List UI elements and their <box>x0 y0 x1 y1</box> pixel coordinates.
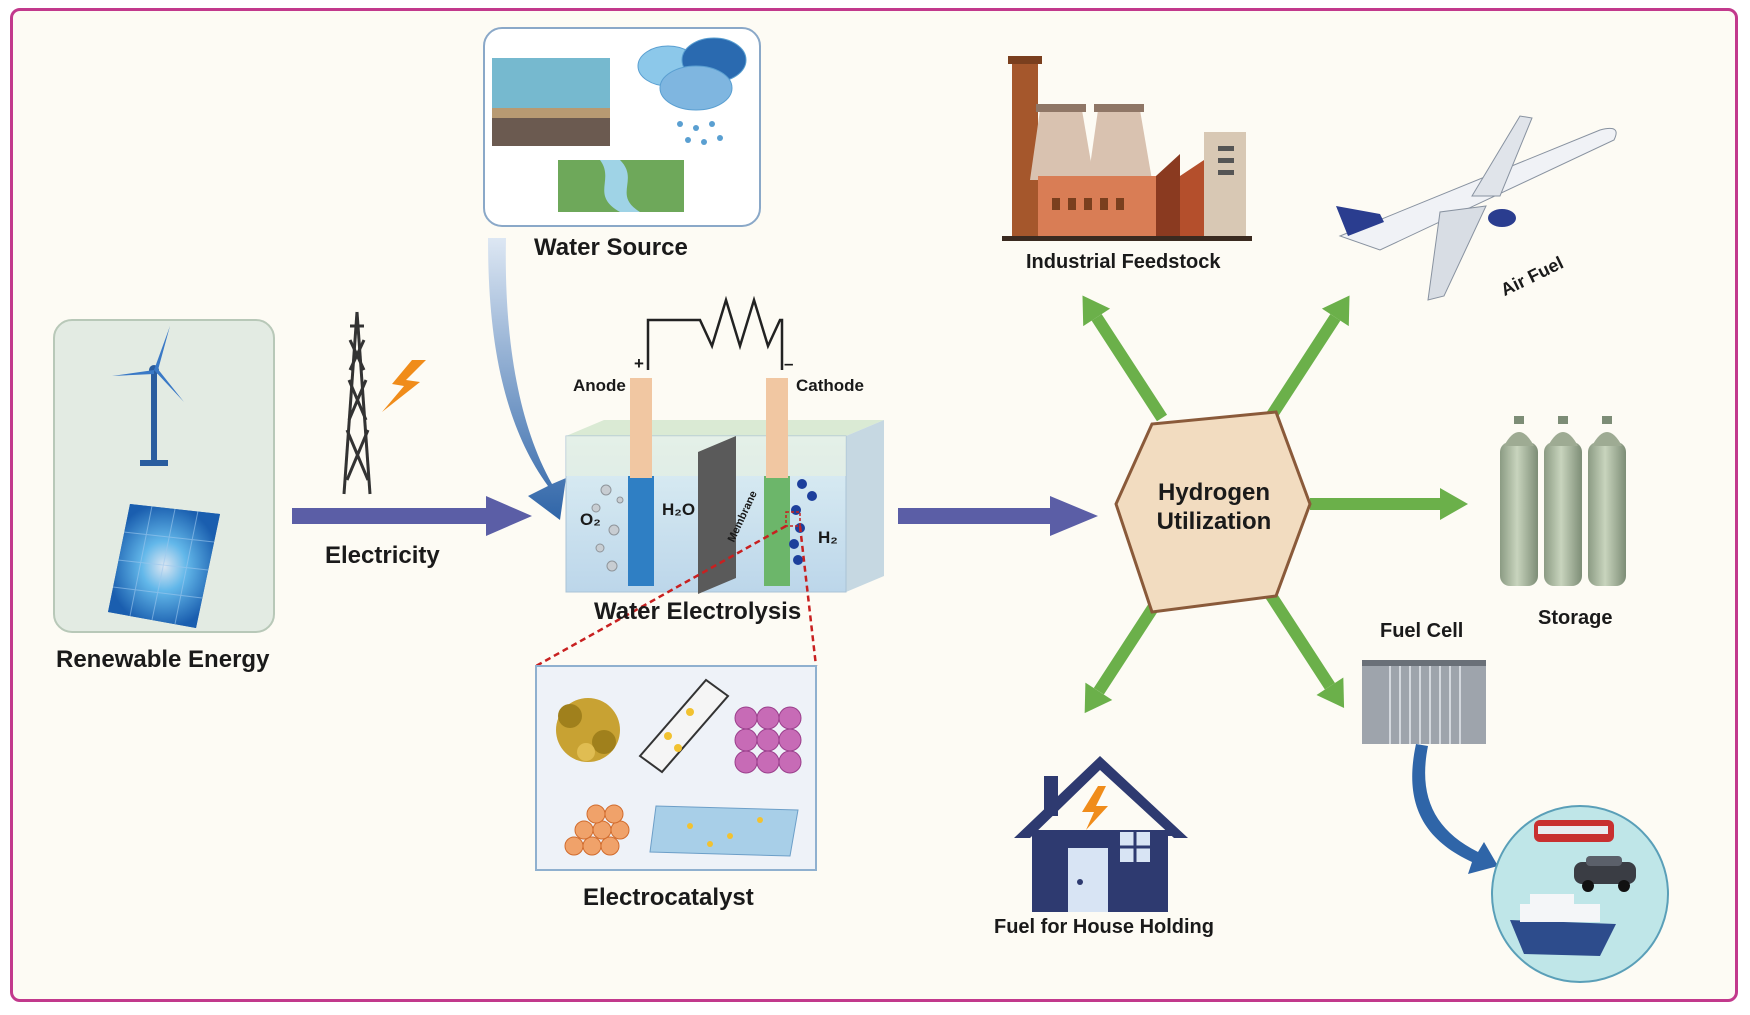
water-source-label: Water Source <box>534 234 688 261</box>
airplane-icon <box>1336 115 1617 301</box>
house-icon <box>1014 756 1188 912</box>
fuel-cell-label: Fuel Cell <box>1380 620 1464 642</box>
gas-cylinders-icon <box>1500 416 1626 586</box>
h2-label: H₂ <box>818 528 838 547</box>
cathode-label: Cathode <box>796 376 864 395</box>
industrial-feedstock-label: Industrial Feedstock <box>1026 251 1221 273</box>
hydrogen-utilization-label: Hydrogen Utilization <box>1156 479 1272 535</box>
o2-label: O₂ <box>580 510 601 529</box>
power-tower-icon <box>342 311 372 495</box>
electrocatalyst-label: Electrocatalyst <box>583 884 754 911</box>
electrolysis-to-utilization-arrow <box>898 496 1098 536</box>
solar-panel-icon <box>108 504 220 628</box>
electricity-arrow <box>292 496 532 536</box>
hydrogen-utilization-hexagon <box>1114 410 1312 614</box>
renewable-energy-label: Renewable Energy <box>56 646 270 673</box>
lightning-icon <box>382 360 426 412</box>
minus-sign: – <box>784 354 794 373</box>
vehicles-icon <box>1491 805 1669 983</box>
electricity-label: Electricity <box>325 542 440 569</box>
fuel-cell-arrow <box>1412 744 1498 874</box>
water-electrolysis-label: Water Electrolysis <box>594 598 802 625</box>
utilization-arrows <box>1082 295 1468 714</box>
fuel-house-label: Fuel for House Holding <box>994 916 1214 938</box>
electrolysis-cell-icon <box>565 295 884 594</box>
plus-sign: + <box>634 354 644 373</box>
anode-label: Anode <box>573 376 626 395</box>
factory-icon <box>1002 56 1252 241</box>
h2o-label: H₂O <box>662 500 696 519</box>
fuel-cell-icon <box>1362 660 1486 744</box>
air-fuel-label: Air Fuel <box>1498 253 1567 300</box>
water-flow-arrow <box>488 238 566 520</box>
storage-label: Storage <box>1538 607 1613 629</box>
catalyst-icon <box>535 665 817 871</box>
renewable-energy-box <box>53 319 275 633</box>
wind-turbine-icon <box>112 326 184 466</box>
water-source-icon <box>483 27 761 227</box>
